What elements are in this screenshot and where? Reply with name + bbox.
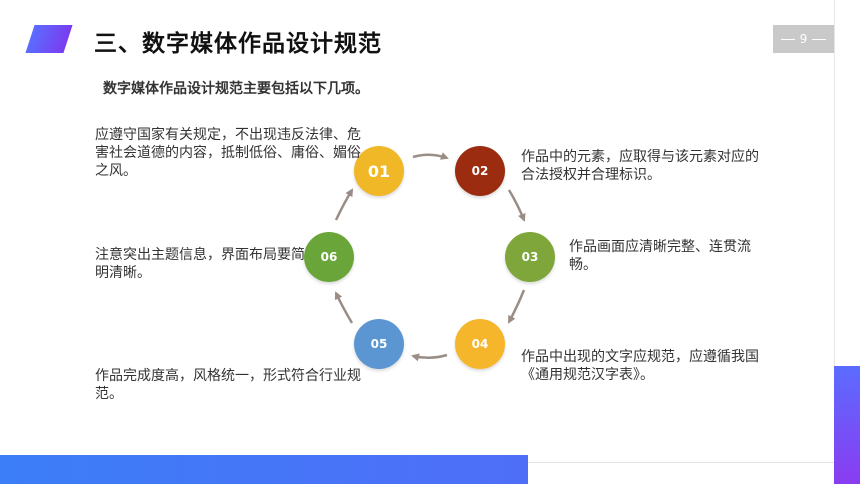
item-text-06: 注意突出主题信息，界面布局要简明清晰。: [95, 247, 305, 281]
right-divider: [834, 0, 835, 484]
item-text-02: 作品中的元素，应取得与该元素对应的合法授权并合理标识。: [521, 149, 759, 183]
dash-right: [812, 38, 827, 40]
step-circle-06: 06: [304, 232, 354, 282]
dash-left: [780, 38, 795, 40]
step-circle-04: 04: [455, 319, 505, 369]
item-text-05: 作品完成度高，风格统一，形式符合行业规范。: [95, 368, 361, 402]
slide-title: 三、数字媒体作品设计规范: [94, 31, 382, 57]
right-accent-bar: [834, 366, 860, 484]
arrow-04-05: [411, 353, 448, 362]
step-number: 01: [367, 161, 391, 181]
step-number: 03: [521, 250, 539, 264]
logo-parallelogram: [25, 25, 73, 53]
step-number: 02: [471, 164, 489, 178]
step-number: 04: [471, 337, 489, 351]
step-number: 05: [370, 337, 388, 351]
step-circle-02: 02: [455, 146, 505, 196]
arrow-03-04: [507, 289, 526, 324]
arrow-01-02: [412, 152, 449, 160]
step-circle-05: 05: [354, 319, 404, 369]
arrow-05-06: [334, 291, 354, 324]
bottom-accent-bar: [0, 455, 528, 484]
step-circle-01: 01: [354, 146, 404, 196]
bottom-divider: [528, 462, 834, 463]
item-text-03: 作品画面应清晰完整、连贯流畅。: [569, 239, 751, 273]
item-text-04: 作品中出现的文字应规范，应遵循我国《通用规范汉字表》。: [521, 349, 759, 383]
item-text-01: 应遵守国家有关规定，不出现违反法律、危害社会道德的内容，抵制低俗、庸俗、媚俗之风…: [95, 127, 361, 179]
arrow-06-01: [334, 188, 354, 221]
page-number-badge: 9: [773, 25, 834, 53]
arrow-02-03: [507, 189, 526, 222]
subtitle: 数字媒体作品设计规范主要包括以下几项。: [103, 81, 369, 97]
step-number: 06: [320, 250, 338, 264]
step-circle-03: 03: [505, 232, 555, 282]
page-number: 9: [799, 32, 808, 46]
